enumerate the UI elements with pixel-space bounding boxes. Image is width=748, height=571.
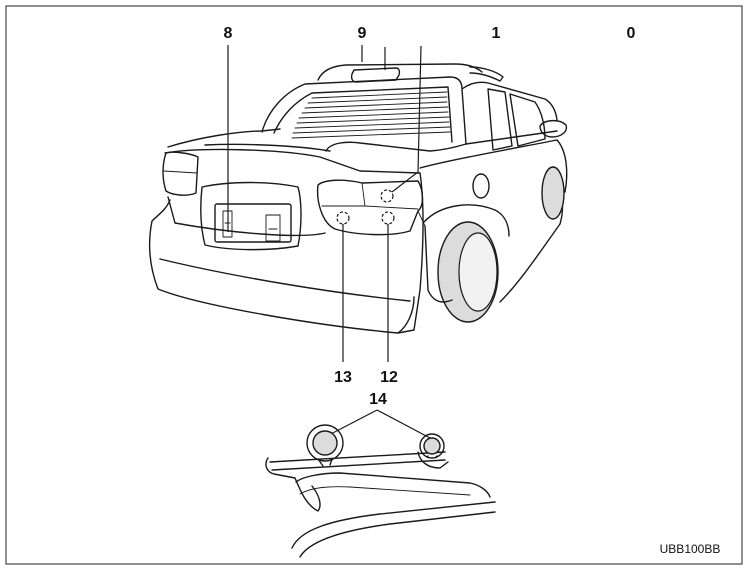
- callout-8: 8: [224, 25, 233, 42]
- rear-side-window: [487, 88, 513, 151]
- leader-line-9: [361, 45, 386, 70]
- back-up-light-bulb: [380, 189, 394, 203]
- license-plate: [214, 203, 292, 243]
- roof-lamp-right-lens: [423, 437, 441, 455]
- left-tail-light-divider: [163, 170, 198, 174]
- roof-rack-foot-right: [417, 451, 449, 469]
- roof-edge-inner: [299, 511, 496, 558]
- callout-labels: 8 9 1 0 13 12 14: [224, 25, 636, 408]
- bed-floor-edge: [204, 143, 331, 152]
- tailgate-top-edge: [164, 148, 421, 174]
- rear-wheel-rim: [458, 232, 498, 312]
- roof-rack-crossbar: [269, 451, 446, 471]
- figure-code: UBB100BB: [660, 542, 721, 556]
- sport-bar-inner: [273, 86, 453, 143]
- figure-frame: [5, 5, 743, 565]
- stop-tail-light-bulb: [381, 211, 395, 225]
- quarter-panel-edge: [417, 210, 426, 227]
- callout-14: 14: [369, 391, 387, 408]
- cab-roof-side: [461, 81, 558, 121]
- leader-line-1: [391, 45, 422, 193]
- roof-raised-panel-lower: [299, 486, 471, 496]
- rear-bumper-step: [159, 258, 411, 302]
- bed-rail-left: [167, 128, 281, 148]
- right-tail-light-cluster: [316, 179, 424, 236]
- rear-wheel-arch: [423, 204, 510, 237]
- bed-rail-right: [325, 141, 467, 152]
- callout-1: 1: [492, 25, 501, 42]
- roof-lamps-inset: [265, 424, 496, 558]
- rear-bumper: [148, 199, 415, 334]
- roof-lamp-right: [419, 433, 445, 459]
- leader-line-14: [326, 409, 431, 439]
- tailgate-lower-edge: [167, 196, 326, 237]
- turn-signal-light-bulb: [336, 211, 350, 225]
- rear-quarter-panel: [397, 172, 424, 334]
- pickup-truck-rear-view: [148, 63, 568, 334]
- sport-bar-outer: [261, 76, 467, 145]
- callout-9: 9: [358, 25, 367, 42]
- side-mirror: [539, 119, 568, 138]
- left-tail-light: [162, 151, 199, 196]
- body-upper-line: [465, 130, 558, 145]
- callout-12: 12: [380, 369, 398, 386]
- license-plate-bracket-right: [265, 214, 281, 242]
- leader-lines: [227, 45, 431, 439]
- fuel-filler-door: [472, 173, 490, 199]
- rear-window-lines: [291, 91, 451, 139]
- tail-light-divider: [321, 182, 419, 210]
- front-side-window: [509, 93, 546, 147]
- front-fender: [556, 139, 568, 193]
- callout-0: 0: [627, 25, 636, 42]
- roof-raised-panel: [295, 472, 491, 498]
- license-plate-recess: [200, 181, 302, 251]
- body-beltline: [419, 139, 558, 169]
- roof-rack-foot-left: [265, 457, 321, 512]
- roof-edge-outer: [291, 501, 496, 549]
- roof-lamp-left-lens: [312, 430, 338, 456]
- roof-lamp-left: [306, 424, 344, 462]
- callout-13: 13: [334, 369, 352, 386]
- front-wheel: [541, 166, 565, 220]
- roof-rack-rail-right: [469, 66, 504, 82]
- rear-quarter-lower: [424, 225, 453, 303]
